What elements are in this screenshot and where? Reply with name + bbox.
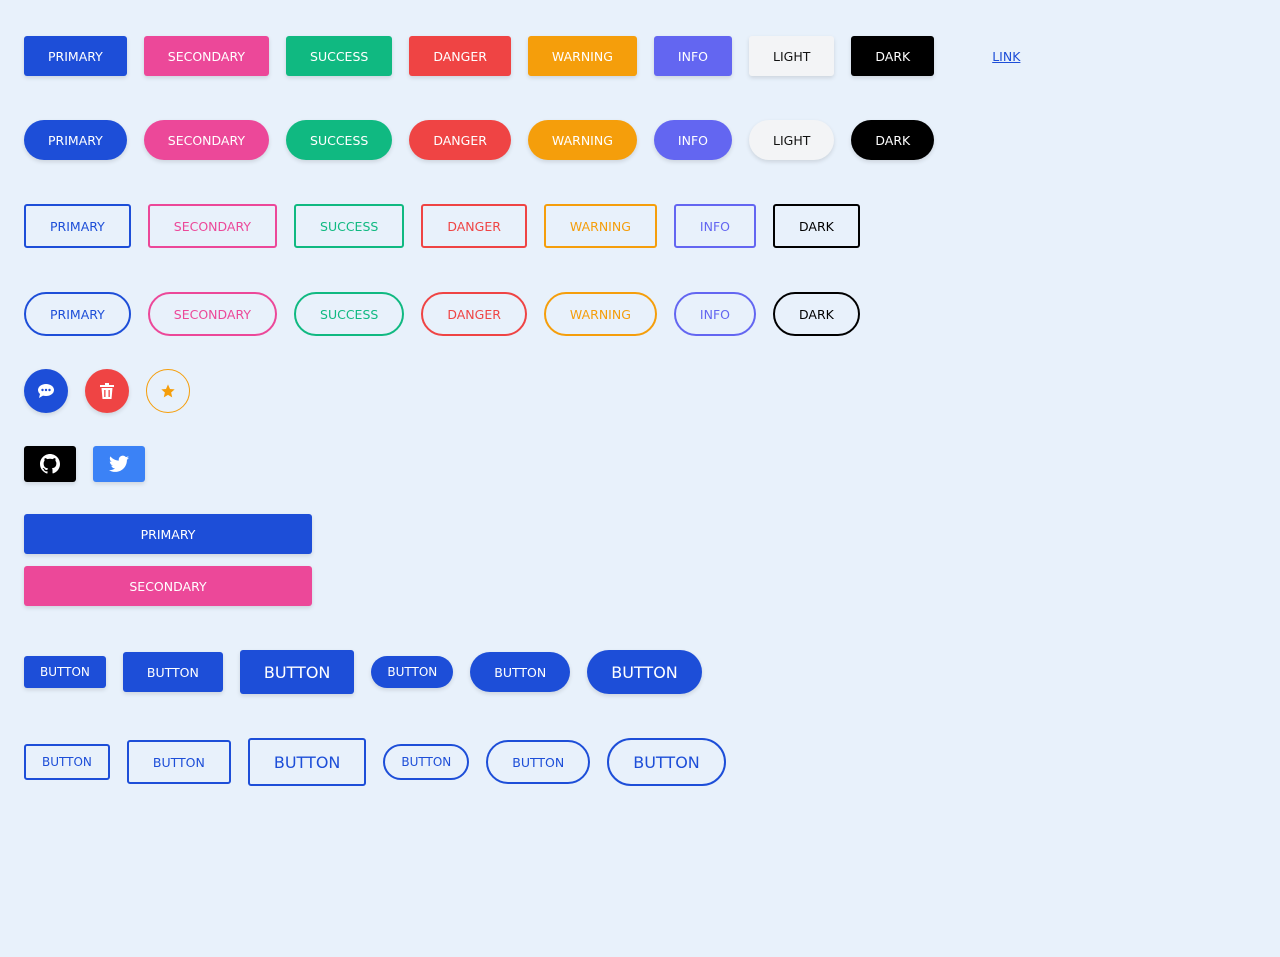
large-pill-button[interactable]: BUTTON <box>587 650 702 694</box>
danger-outline-pill-button[interactable]: DANGER <box>421 292 527 336</box>
light-pill-button[interactable]: LIGHT <box>748 120 835 160</box>
star-icon <box>161 384 175 398</box>
link-button[interactable]: LINK <box>968 36 1044 76</box>
danger-pill-button[interactable]: DANGER <box>409 120 511 160</box>
outline-pill-buttons-row: PRIMARY SECONDARY SUCCESS DANGER WARNING… <box>24 292 860 336</box>
light-button[interactable]: LIGHT <box>748 36 835 76</box>
success-button[interactable]: SUCCESS <box>286 36 393 76</box>
success-outline-pill-button[interactable]: SUCCESS <box>294 292 405 336</box>
primary-pill-button[interactable]: PRIMARY <box>24 120 127 160</box>
warning-button[interactable]: WARNING <box>527 36 637 76</box>
large-button[interactable]: BUTTON <box>239 650 355 694</box>
social-buttons-row <box>24 446 145 482</box>
primary-button[interactable]: PRIMARY <box>24 36 127 76</box>
secondary-pill-button[interactable]: SECONDARY <box>143 120 270 160</box>
small-pill-button[interactable]: BUTTON <box>371 656 454 688</box>
danger-button[interactable]: DANGER <box>409 36 511 76</box>
twitter-button[interactable] <box>93 446 145 482</box>
dark-outline-pill-button[interactable]: DARK <box>772 292 860 336</box>
primary-block-button[interactable]: PRIMARY <box>24 514 312 554</box>
secondary-outline-button[interactable]: SECONDARY <box>147 204 278 248</box>
medium-pill-button[interactable]: BUTTON <box>470 652 571 692</box>
small-outline-pill-button[interactable]: BUTTON <box>383 744 470 780</box>
info-outline-button[interactable]: INFO <box>673 204 756 248</box>
outline-buttons-row: PRIMARY SECONDARY SUCCESS DANGER WARNING… <box>24 204 860 248</box>
primary-outline-pill-button[interactable]: PRIMARY <box>24 292 131 336</box>
large-outline-pill-button[interactable]: BUTTON <box>607 738 726 786</box>
medium-outline-button[interactable]: BUTTON <box>126 740 231 784</box>
star-button[interactable] <box>146 369 190 413</box>
small-outline-button[interactable]: BUTTON <box>24 744 110 780</box>
small-button[interactable]: BUTTON <box>24 656 106 688</box>
github-icon <box>40 454 60 474</box>
success-pill-button[interactable]: SUCCESS <box>286 120 393 160</box>
info-outline-pill-button[interactable]: INFO <box>673 292 756 336</box>
size-buttons-row: BUTTON BUTTON BUTTON BUTTON BUTTON BUTTO… <box>24 650 702 694</box>
primary-outline-button[interactable]: PRIMARY <box>24 204 131 248</box>
pill-buttons-row: PRIMARY SECONDARY SUCCESS DANGER WARNING… <box>24 120 935 160</box>
info-pill-button[interactable]: INFO <box>653 120 732 160</box>
secondary-block-button[interactable]: SECONDARY <box>24 566 312 606</box>
warning-pill-button[interactable]: WARNING <box>527 120 637 160</box>
medium-button[interactable]: BUTTON <box>122 652 223 692</box>
delete-button[interactable] <box>85 369 129 413</box>
medium-outline-pill-button[interactable]: BUTTON <box>486 740 591 784</box>
github-button[interactable] <box>24 446 76 482</box>
outline-size-buttons-row: BUTTON BUTTON BUTTON BUTTON BUTTON BUTTO… <box>24 738 726 786</box>
large-outline-button[interactable]: BUTTON <box>247 738 367 786</box>
trash-icon <box>100 383 114 399</box>
dark-pill-button[interactable]: DARK <box>851 120 935 160</box>
chat-icon <box>38 384 54 398</box>
secondary-button[interactable]: SECONDARY <box>143 36 270 76</box>
secondary-outline-pill-button[interactable]: SECONDARY <box>147 292 278 336</box>
solid-buttons-row: PRIMARY SECONDARY SUCCESS DANGER WARNING… <box>24 36 1044 76</box>
chat-button[interactable] <box>24 369 68 413</box>
dark-button[interactable]: DARK <box>851 36 935 76</box>
info-button[interactable]: INFO <box>653 36 732 76</box>
warning-outline-pill-button[interactable]: WARNING <box>543 292 657 336</box>
danger-outline-button[interactable]: DANGER <box>421 204 527 248</box>
warning-outline-button[interactable]: WARNING <box>543 204 657 248</box>
icon-buttons-row <box>24 369 190 413</box>
twitter-icon <box>109 455 129 472</box>
success-outline-button[interactable]: SUCCESS <box>294 204 405 248</box>
dark-outline-button[interactable]: DARK <box>772 204 860 248</box>
